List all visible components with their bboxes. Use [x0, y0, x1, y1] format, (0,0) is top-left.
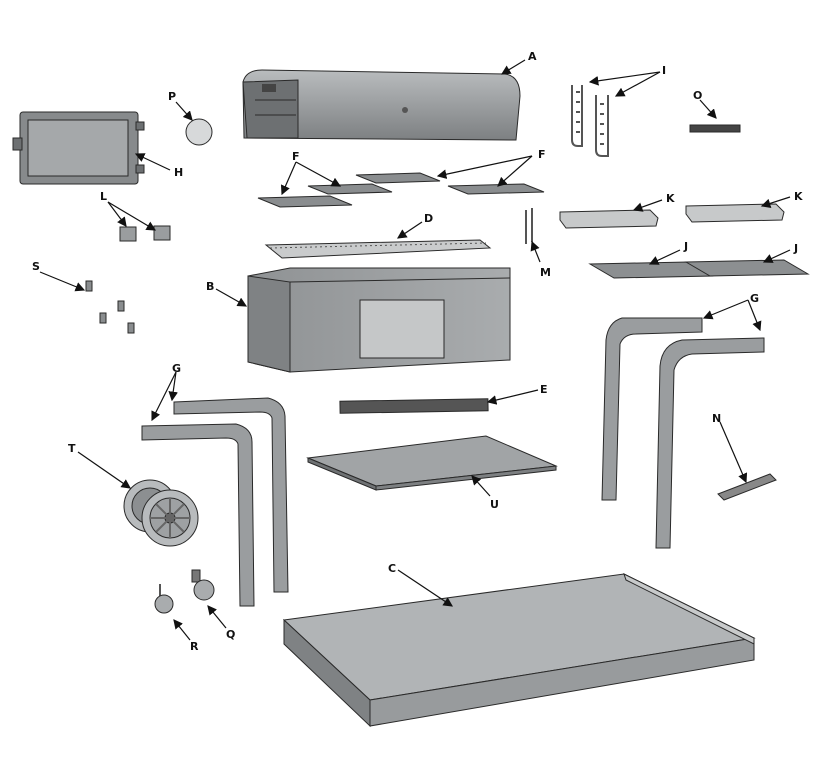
part-j-shelf-frames — [588, 259, 810, 279]
label-a: A — [528, 50, 537, 63]
label-g-right: G — [750, 292, 759, 305]
label-t: T — [68, 442, 76, 455]
part-b-firebox — [247, 267, 511, 373]
part-p-disk — [185, 118, 213, 146]
label-g-left: G — [172, 362, 181, 375]
label-h: H — [174, 166, 183, 179]
part-c-tray — [282, 573, 756, 728]
part-q-caster — [191, 569, 215, 601]
part-labels: A P I O H F F L D K K M J J S B G G E T … — [32, 50, 803, 653]
part-m-rod — [525, 208, 533, 244]
part-t-wheels — [123, 479, 199, 547]
label-k-left: K — [666, 192, 675, 205]
label-s: S — [32, 260, 40, 273]
part-g-legs-left — [141, 397, 289, 607]
label-l: L — [100, 190, 107, 203]
part-r-caster — [154, 584, 174, 614]
part-k-shelves — [559, 203, 785, 229]
label-k-right: K — [794, 190, 803, 203]
part-u-bottom-shelf — [306, 435, 558, 491]
label-f-left: F — [292, 150, 300, 163]
label-m: M — [540, 266, 551, 279]
label-j-right: J — [793, 242, 798, 255]
part-o-bar — [689, 124, 741, 133]
part-l-brackets — [119, 225, 171, 242]
part-i-hooks — [571, 85, 609, 157]
part-g-legs-right — [601, 317, 765, 549]
part-h-side-panel — [12, 111, 145, 185]
part-n-bracket — [717, 473, 777, 501]
label-c: C — [388, 562, 396, 575]
part-e-tube — [339, 398, 489, 414]
label-q: Q — [226, 628, 235, 641]
label-f-right: F — [538, 148, 546, 161]
label-e: E — [540, 383, 548, 396]
part-f-grates — [257, 172, 545, 208]
label-n: N — [712, 412, 721, 425]
label-d: D — [424, 212, 433, 225]
label-b: B — [206, 280, 214, 293]
leader-lines — [39, 59, 791, 641]
label-u: U — [490, 498, 499, 511]
label-p: P — [168, 90, 176, 103]
label-j-left: J — [683, 240, 688, 253]
label-r: R — [190, 640, 199, 653]
part-d-basket — [264, 239, 492, 259]
part-s-clips — [85, 280, 135, 334]
part-a-lid — [242, 69, 521, 141]
label-o: O — [693, 89, 702, 102]
label-i: I — [662, 64, 666, 77]
